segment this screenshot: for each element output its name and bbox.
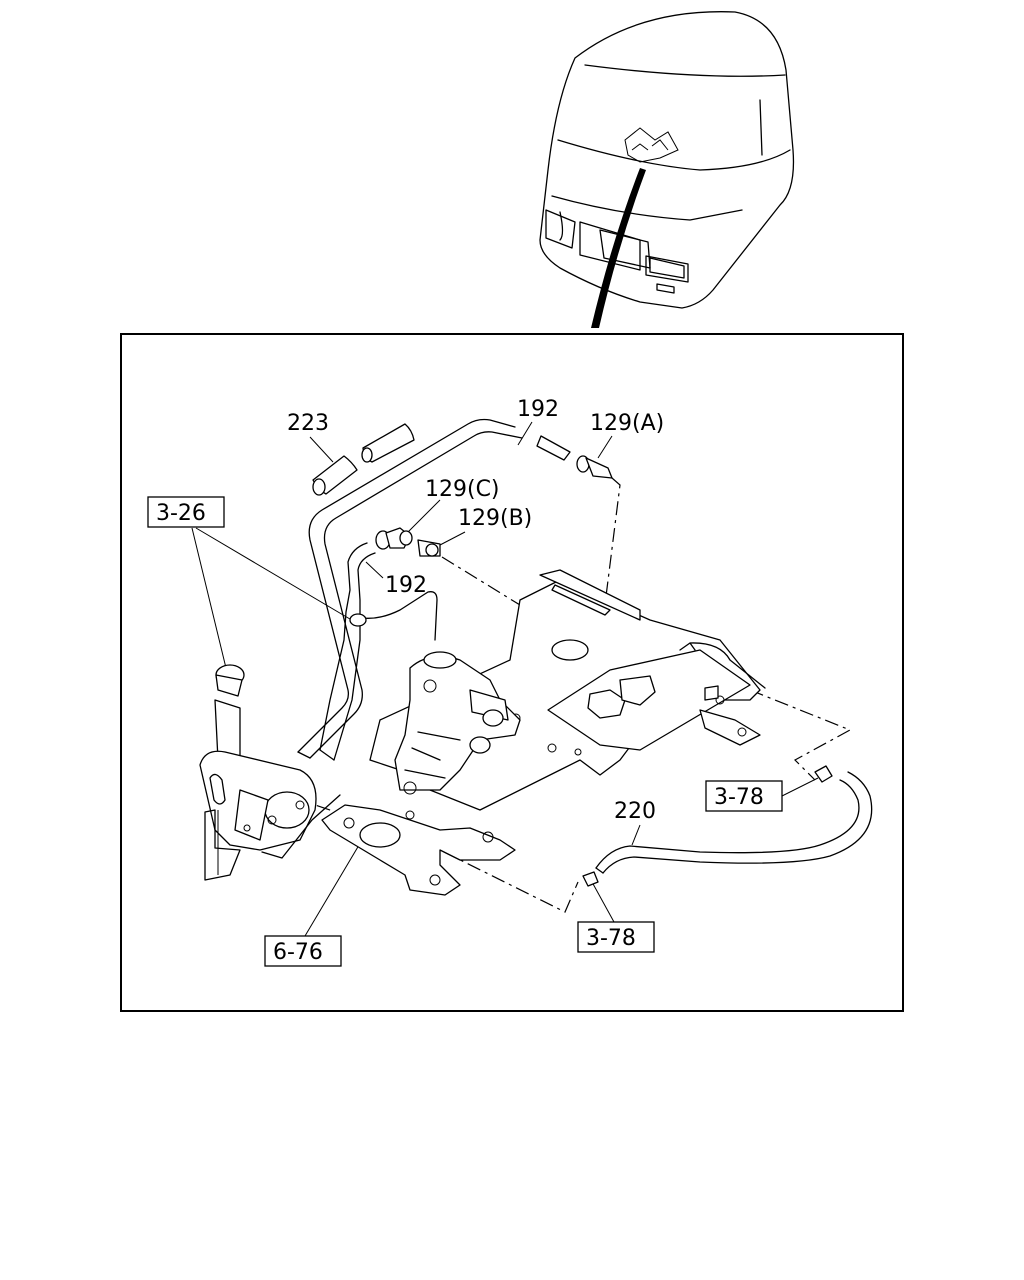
label-3-78-right: 3-78 — [714, 785, 764, 810]
label-192-mid: 192 — [385, 573, 427, 598]
part-labels: 192 223 129(A) 129(C) 129(B) 192 3-26 3-… — [147, 397, 819, 967]
hose-220 — [582, 765, 873, 887]
fittings-129 — [375, 527, 441, 557]
hose-pieces-223 — [312, 423, 415, 496]
ref-box-6-76 — [264, 935, 342, 967]
label-192-top: 192 — [517, 397, 559, 422]
label-3-26: 3-26 — [156, 501, 206, 526]
label-6-76: 6-76 — [273, 940, 323, 965]
label-129a: 129(A) — [590, 411, 664, 436]
detail-frame — [120, 333, 904, 1012]
label-220: 220 — [614, 799, 656, 824]
vacuum-actuator — [199, 664, 341, 881]
label-129b: 129(B) — [458, 506, 532, 531]
label-223: 223 — [287, 411, 329, 436]
solenoid-valve-assembly — [349, 591, 521, 795]
lower-bracket — [321, 804, 516, 896]
ref-box-3-78-bottom — [577, 921, 655, 953]
truck-cab-illustration — [539, 11, 795, 328]
label-3-78-bottom: 3-78 — [586, 926, 636, 951]
ref-box-3-26 — [147, 496, 225, 528]
hose-192-mid — [319, 542, 376, 761]
label-129c: 129(C) — [425, 477, 500, 502]
plate-bolts — [587, 675, 719, 719]
ref-box-3-78-right — [705, 780, 783, 812]
